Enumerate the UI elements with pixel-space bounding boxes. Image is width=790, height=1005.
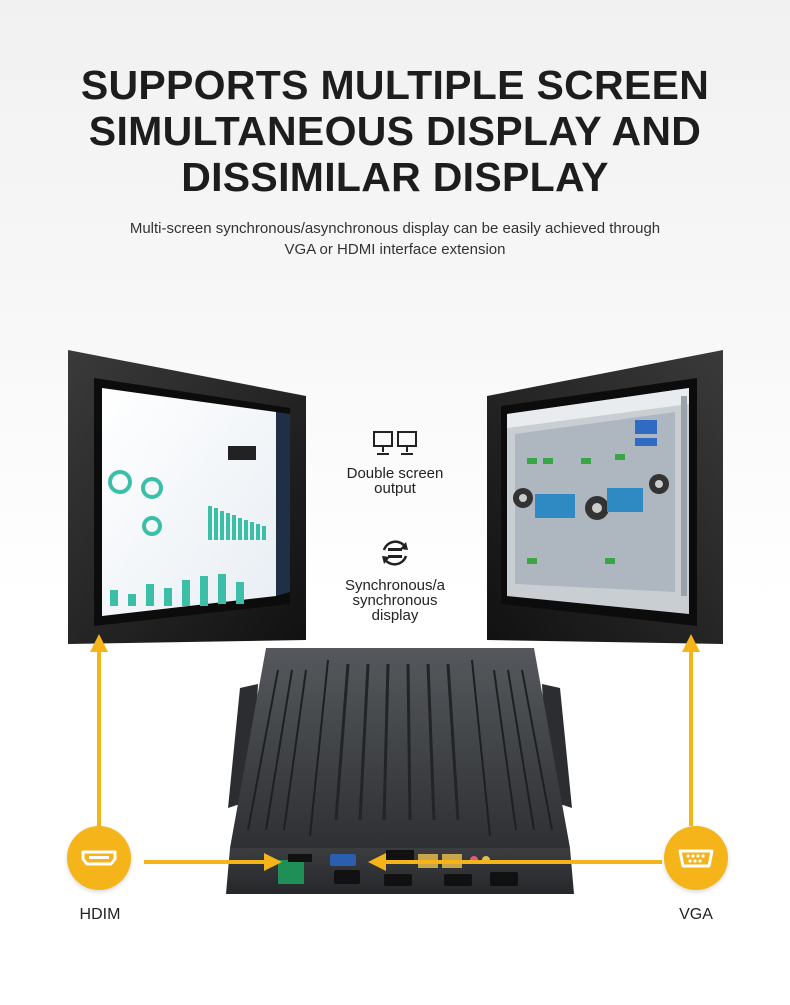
feature-sync-line-1: Synchronous/a <box>344 577 446 594</box>
feature-double-screen: Double screen output <box>330 430 460 496</box>
right-monitor-image <box>485 348 725 646</box>
mini-pc-image <box>218 640 582 901</box>
vga-label: VGA <box>679 906 713 923</box>
dual-monitor-icon <box>373 431 417 455</box>
feature-sync-line-2: synchronous <box>352 592 438 609</box>
headline-line-3: DISSIMILAR DISPLAY <box>181 154 609 200</box>
hdmi-badge <box>67 826 131 890</box>
left-monitor-image <box>68 348 308 646</box>
feature-sync-line-3: display <box>371 607 419 624</box>
feature-double-screen-line-1: Double screen <box>346 465 444 482</box>
feature-sync-display-label: Synchronous/a synchronous display <box>330 578 460 623</box>
headline-line-2: SIMULTANEOUS DISPLAY AND <box>88 108 702 154</box>
vga-port-icon <box>678 849 714 868</box>
feature-sync-display: Synchronous/a synchronous display <box>330 536 460 623</box>
subtitle-line-2: VGA or HDMI interface extension <box>284 241 506 258</box>
headline-line-1: SUPPORTS MULTIPLE SCREEN <box>80 62 710 108</box>
hdmi-label: HDIM <box>79 906 121 923</box>
hdmi-port-icon <box>81 850 117 866</box>
feature-double-screen-label: Double screen output <box>330 466 460 496</box>
vga-badge <box>664 826 728 890</box>
page-subtitle: Multi-screen synchronous/asynchronous di… <box>0 218 790 260</box>
feature-double-screen-line-2: output <box>374 480 416 497</box>
subtitle-line-1: Multi-screen synchronous/asynchronous di… <box>129 220 661 237</box>
page-headline: SUPPORTS MULTIPLE SCREEN SIMULTANEOUS DI… <box>0 62 790 200</box>
sync-icon <box>382 540 408 566</box>
